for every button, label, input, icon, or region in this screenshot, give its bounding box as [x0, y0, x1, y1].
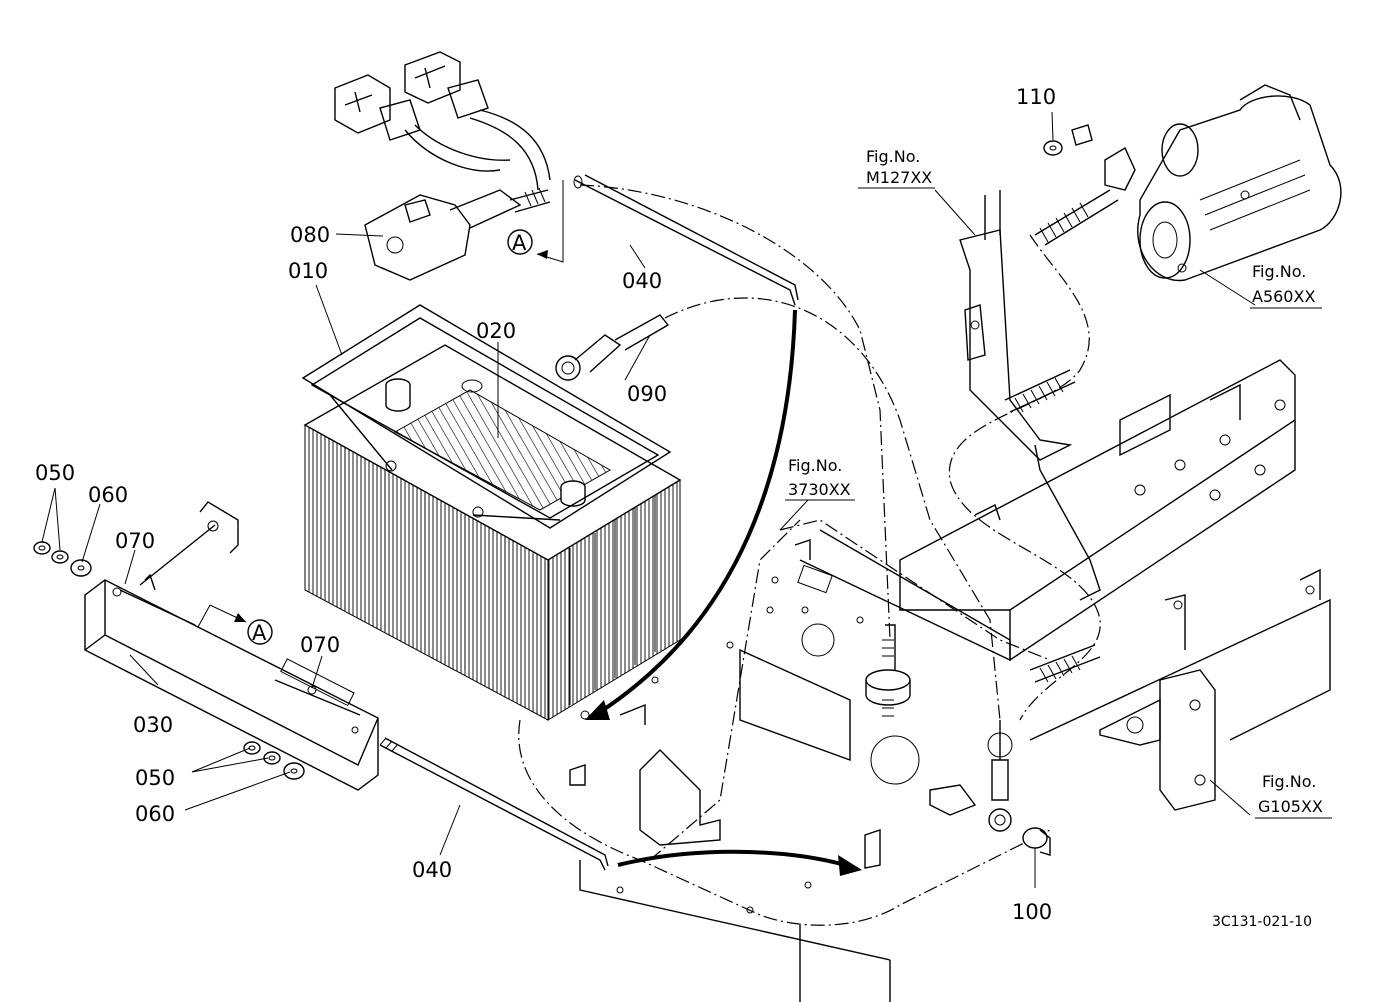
chassis-frame — [899, 359, 1331, 811]
callout-020: 020 — [476, 319, 516, 343]
callout-090: 090 — [627, 382, 667, 406]
fig-ref-3730: Fig.No. 3730XX — [788, 456, 851, 499]
callout-030: 030 — [133, 713, 173, 737]
callout-040-bottom: 040 — [412, 858, 452, 882]
view-marker-a-top: A — [507, 180, 564, 263]
fig-ref-a560: Fig.No. A560XX — [1252, 262, 1315, 306]
marker-a-left-text: A — [252, 621, 267, 645]
installation-arrows — [585, 309, 862, 876]
leader-lines — [41, 111, 1332, 888]
negative-cable — [555, 297, 1012, 832]
callout-100: 100 — [1012, 900, 1052, 924]
callout-070-left: 070 — [115, 529, 155, 553]
cable-bracket — [959, 190, 1101, 601]
battery-bracket — [33, 501, 379, 791]
fig-ref-m127: Fig.No. M127XX — [866, 147, 932, 187]
drawing-number: 3C131-021-10 — [1212, 914, 1312, 930]
svg-text:G105XX: G105XX — [1258, 797, 1323, 816]
view-marker-a-left: A — [197, 604, 273, 645]
fig-ref-g105: Fig.No. G105XX — [1258, 772, 1323, 816]
svg-text:3730XX: 3730XX — [788, 480, 851, 499]
ground-bolt — [1022, 827, 1051, 856]
callout-080: 080 — [290, 223, 330, 247]
callout-050-bottom: 050 — [135, 766, 175, 790]
svg-text:Fig.No.: Fig.No. — [1252, 262, 1306, 281]
terminal-cover-and-connectors — [334, 51, 551, 281]
positive-cable — [579, 124, 1136, 721]
battery-hold-down-frame — [301, 304, 672, 529]
callout-110: 110 — [1016, 85, 1056, 109]
callout-060-top: 060 — [88, 483, 128, 507]
svg-text:Fig.No.: Fig.No. — [788, 456, 842, 475]
figure-references: Fig.No. M127XX Fig.No. A560XX Fig.No. 37… — [788, 147, 1323, 816]
svg-text:Fig.No.: Fig.No. — [866, 147, 920, 166]
battery — [303, 344, 682, 721]
callout-040-top: 040 — [622, 269, 662, 293]
mounting-plate — [518, 519, 1051, 1002]
starter-motor — [1137, 84, 1342, 282]
svg-text:A560XX: A560XX — [1252, 287, 1315, 306]
callout-060-bottom: 060 — [135, 802, 175, 826]
marker-a-top-text: A — [512, 231, 527, 255]
part-callouts: 080 010 020 040 090 110 050 060 070 070 … — [35, 85, 1056, 924]
svg-text:Fig.No.: Fig.No. — [1262, 772, 1316, 791]
hold-down-rods — [379, 174, 799, 871]
callout-050-top: 050 — [35, 461, 75, 485]
callout-010: 010 — [288, 259, 328, 283]
callout-070-right: 070 — [300, 633, 340, 657]
svg-text:M127XX: M127XX — [866, 168, 932, 187]
